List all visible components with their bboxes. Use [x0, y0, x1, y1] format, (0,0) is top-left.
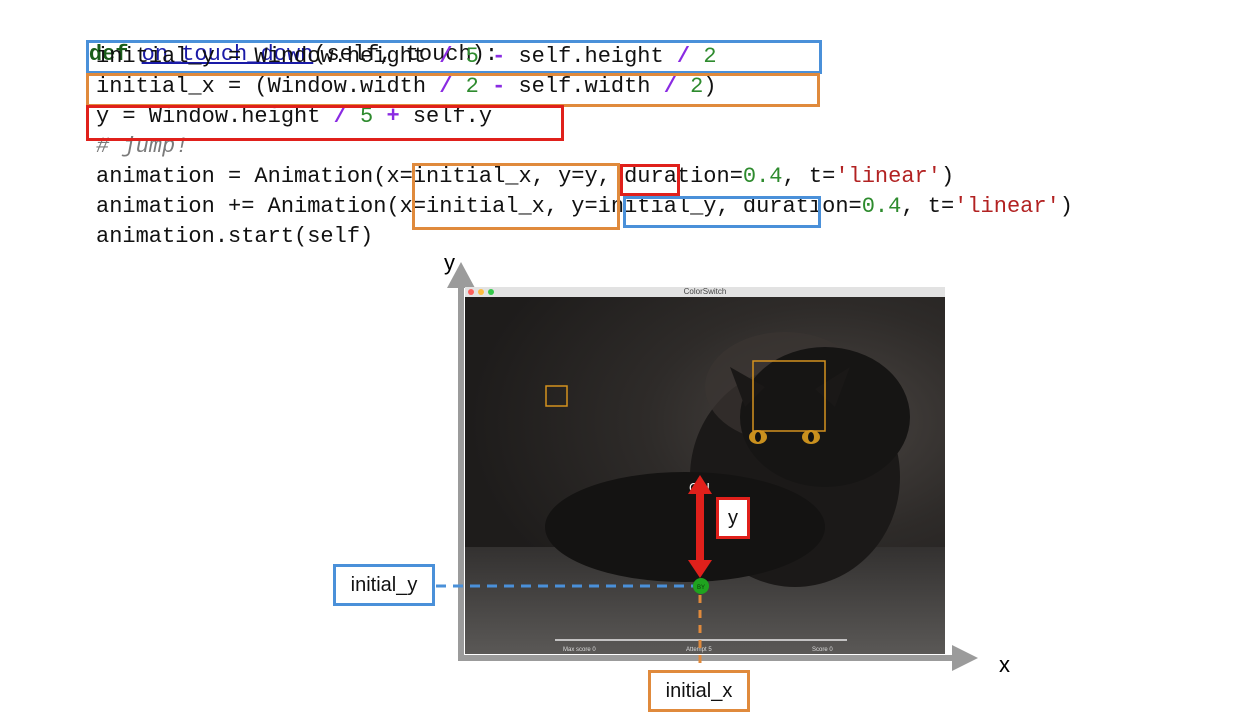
player-ball-label: BY — [697, 585, 705, 591]
hud-attempt: Attempt 5 — [686, 647, 712, 653]
code-number: 2 — [676, 74, 704, 99]
y-axis-arrow — [447, 262, 475, 288]
code-operator: - — [492, 44, 506, 69]
x-axis-label: x — [999, 652, 1010, 677]
hud-max-score: Max score 0 — [563, 647, 596, 653]
maximize-icon[interactable] — [488, 289, 494, 295]
code-text: initial_y = Window.height — [96, 44, 440, 69]
close-icon[interactable] — [468, 289, 474, 295]
x-axis-arrow — [952, 645, 978, 671]
code-text: initial_x = (Window.width — [96, 74, 440, 99]
code-string: 'linear' — [954, 194, 1060, 219]
highlight-y-y — [620, 164, 680, 196]
highlight-x-initial-x — [412, 163, 620, 230]
code-operator: / — [439, 44, 453, 69]
callout-initial-x: initial_x — [648, 670, 750, 712]
minimize-icon[interactable] — [478, 289, 484, 295]
code-text: self.y — [399, 104, 493, 129]
code-line-animation: animation = Animation(x=initial_x, y=y, … — [96, 163, 954, 191]
small-detection-box — [545, 385, 568, 407]
y-axis-label: y — [444, 250, 455, 275]
function-params: (self, touch): — [313, 42, 499, 67]
code-text: ) — [1059, 194, 1073, 219]
highlight-y-initial-y — [623, 196, 821, 228]
code-text: y = Window.height — [96, 104, 334, 129]
hud-score: Score 0 — [812, 647, 833, 653]
code-number: 5 — [346, 104, 387, 129]
code-number: 2 — [690, 44, 717, 69]
code-operator: / — [663, 74, 677, 99]
code-text: , t= — [782, 164, 836, 189]
code-operator: / — [333, 104, 347, 129]
window-titlebar: ColorSwitch — [465, 287, 945, 297]
y-arrow-head-up — [688, 475, 712, 494]
code-number: 2 — [452, 74, 493, 99]
function-name: on_touch_down — [141, 42, 314, 67]
highlight-y-line — [86, 105, 564, 141]
callout-initial-y: initial_y — [333, 564, 435, 606]
code-text: ) — [940, 164, 955, 189]
code-line-initial-y: initial_y = Window.height / 5 - self.hei… — [96, 43, 717, 71]
code-operator: - — [492, 74, 506, 99]
code-line-initial-x: initial_x = (Window.width / 2 - self.wid… — [96, 73, 717, 101]
code-text: ) — [703, 74, 717, 99]
keyword-def: def — [88, 42, 129, 67]
code-operator: + — [386, 104, 400, 129]
code-text: self.height — [505, 44, 677, 69]
code-line-y: y = Window.height / 5 + self.y — [96, 103, 492, 131]
y-arrow-head-down — [688, 560, 712, 578]
code-text: , t= — [901, 194, 955, 219]
code-line-def: def on_touch_down(self, touch): — [36, 13, 498, 67]
large-detection-box — [752, 360, 826, 432]
window-title: ColorSwitch — [683, 287, 727, 296]
code-operator: / — [676, 44, 691, 69]
code-line-start: animation.start(self) — [96, 224, 374, 249]
code-number: 5 — [452, 44, 493, 69]
callout-y: y — [716, 497, 750, 539]
code-number: 0.4 — [742, 164, 783, 189]
code-text: self.width — [505, 74, 664, 99]
code-operator: / — [439, 74, 453, 99]
player-ball — [693, 578, 709, 594]
highlight-initial-y-line — [86, 40, 822, 74]
code-snippet: def on_touch_down(self, touch): initial_… — [0, 0, 1254, 260]
code-string: 'linear' — [835, 164, 941, 189]
code-number: 0.4 — [861, 194, 902, 219]
code-text: animation = Animation(x=initial_x, y=y, … — [96, 164, 743, 189]
